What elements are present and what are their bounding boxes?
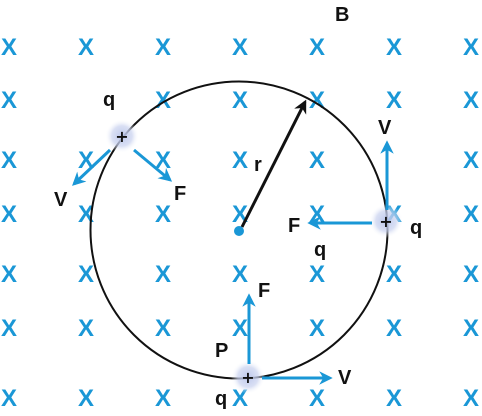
field-x-mark: X (463, 147, 479, 174)
field-x-mark: X (155, 385, 171, 412)
radius-label: r (254, 154, 262, 176)
charge-right-glow (369, 204, 403, 238)
field-x-mark: X (232, 315, 248, 342)
field-x-mark: X (1, 87, 17, 114)
field-x-mark: X (1, 34, 17, 61)
charge-bottom-sign: + (241, 368, 254, 387)
charge-bottom-glow (231, 360, 265, 394)
field-x-mark: X (1, 147, 17, 174)
field-x-mark: X (463, 201, 479, 228)
velocity-left-label: V (54, 189, 68, 211)
field-x-mark: X (309, 147, 325, 174)
force-arrow-left (133, 148, 173, 182)
field-x-mark: X (309, 34, 325, 61)
field-x-mark: X (155, 34, 171, 61)
force-left-label: F (174, 183, 186, 205)
field-x-mark: X (463, 315, 479, 342)
charge-bottom: + F V P q (215, 280, 352, 410)
field-x-mark: X (155, 147, 171, 174)
field-x-mark: X (463, 87, 479, 114)
field-x-mark: X (155, 201, 171, 228)
circle-center-dot (234, 226, 244, 236)
field-x-mark: X (78, 34, 94, 61)
field-x-mark: X (386, 261, 402, 288)
field-x-mark: X (232, 34, 248, 61)
force-bottom-label: F (258, 280, 270, 302)
field-x-mark: X (463, 261, 479, 288)
point-p-label: P (215, 340, 228, 362)
field-x-mark: X (232, 87, 248, 114)
charge-left-glow (105, 119, 139, 153)
field-x-mark: X (463, 34, 479, 61)
field-x-mark: X (155, 87, 171, 114)
field-x-mark: X (386, 87, 402, 114)
field-x-mark: X (1, 261, 17, 288)
field-x-mark: X (78, 385, 94, 412)
charge-bottom-q-label: q (215, 388, 227, 410)
charge-left: + q V F (54, 89, 186, 211)
charge-left-sign: + (115, 127, 128, 146)
field-x-mark: X (1, 201, 17, 228)
field-x-mark: X (155, 315, 171, 342)
field-x-mark: X (1, 385, 17, 412)
velocity-arrow-left (72, 148, 112, 186)
charge-right-q-label: q (410, 217, 422, 239)
velocity-right-label: V (378, 117, 392, 139)
field-x-mark: X (386, 315, 402, 342)
field-x-mark: X (386, 34, 402, 61)
charge-right: + V F q q (288, 117, 422, 261)
field-x-mark: X (232, 201, 248, 228)
field-label-b: B (335, 4, 349, 26)
field-x-mark: X (1, 315, 17, 342)
field-x-mark: X (232, 261, 248, 288)
field-x-mark: X (232, 147, 248, 174)
field-x-mark: X (386, 385, 402, 412)
velocity-bottom-label: V (338, 367, 352, 389)
charge-right-q-lower-label: q (314, 239, 326, 261)
field-x-mark: X (309, 315, 325, 342)
field-x-mark: X (78, 261, 94, 288)
field-x-mark: X (463, 385, 479, 412)
field-x-mark: X (78, 315, 94, 342)
field-x-mark: X (309, 261, 325, 288)
field-x-mark: X (309, 385, 325, 412)
charge-right-sign: + (379, 212, 392, 231)
field-x-mark: X (78, 147, 94, 174)
field-x-mark: X (155, 261, 171, 288)
radius-arrow (240, 99, 307, 228)
force-right-label: F (288, 215, 300, 237)
charge-left-q-label: q (103, 89, 115, 111)
